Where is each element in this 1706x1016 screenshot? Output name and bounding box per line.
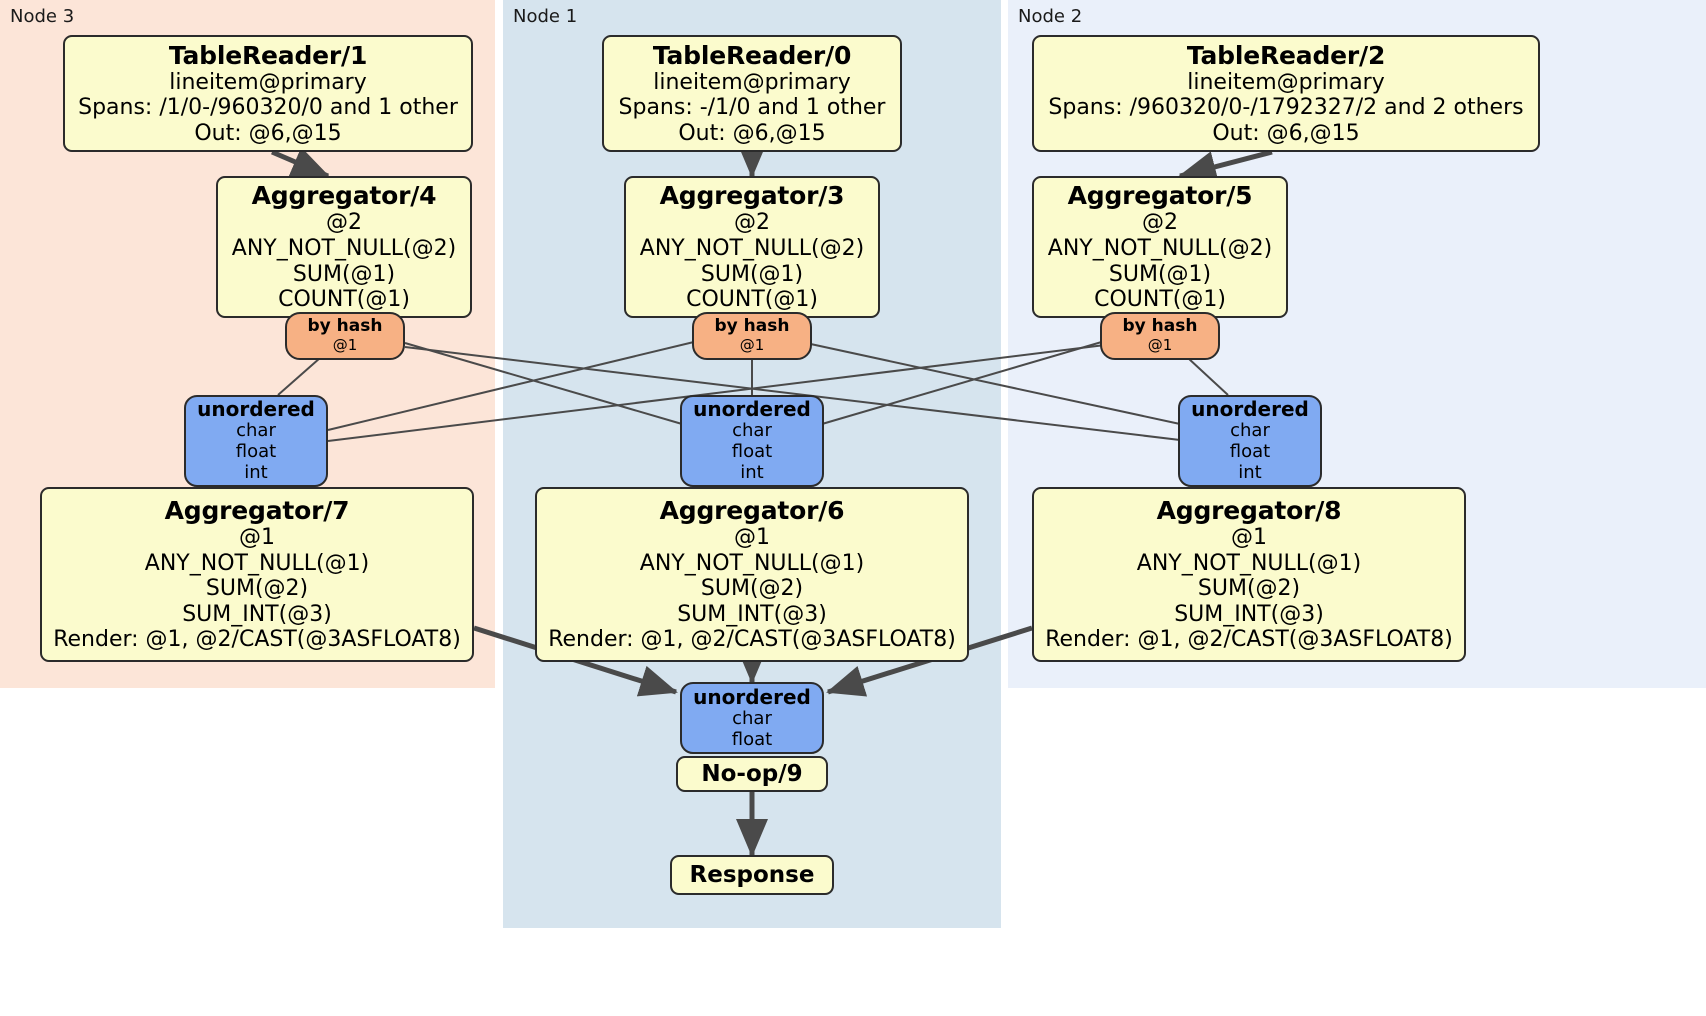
processor-aggregator-8[interactable]: Aggregator/8 @1 ANY_NOT_NULL(@1) SUM(@2)…	[1032, 487, 1466, 662]
processor-response[interactable]: Response	[670, 855, 834, 895]
router-by-hash-center[interactable]: by hash @1	[692, 312, 812, 360]
processor-line: SUM_INT(@3)	[1174, 601, 1324, 627]
processor-aggregator-5[interactable]: Aggregator/5 @2 ANY_NOT_NULL(@2) SUM(@1)…	[1032, 176, 1288, 318]
router-title: by hash	[307, 316, 383, 337]
router-line: @1	[1147, 336, 1173, 355]
processor-title: Aggregator/6	[659, 496, 845, 526]
processor-line: SUM_INT(@3)	[677, 601, 827, 627]
receiver-title: unordered	[197, 397, 315, 422]
receiver-title: unordered	[693, 684, 811, 709]
processor-render-line: Render: @1, @2/CAST(@3ASFLOAT8)	[1045, 627, 1453, 653]
processor-line: lineitem@primary	[653, 69, 851, 95]
processor-line: @2	[734, 210, 770, 236]
processor-line: SUM(@1)	[1108, 261, 1212, 287]
processor-line: COUNT(@1)	[1094, 287, 1226, 313]
processor-title: Response	[689, 861, 815, 888]
processor-tablereader-2[interactable]: TableReader/2 lineitem@primary Spans: /9…	[1032, 35, 1540, 152]
processor-title: Aggregator/7	[164, 496, 350, 526]
processor-line: SUM(@1)	[700, 261, 804, 287]
receiver-line: char	[236, 420, 276, 442]
processor-line: @2	[326, 210, 362, 236]
processor-line: lineitem@primary	[169, 69, 367, 95]
receiver-line: int	[740, 462, 764, 484]
processor-aggregator-6[interactable]: Aggregator/6 @1 ANY_NOT_NULL(@1) SUM(@2)…	[535, 487, 969, 662]
processor-title: No-op/9	[701, 760, 803, 787]
router-by-hash-right[interactable]: by hash @1	[1100, 312, 1220, 360]
processor-noop-9[interactable]: No-op/9	[676, 756, 828, 792]
receiver-line: char	[1230, 420, 1270, 442]
processor-line: ANY_NOT_NULL(@1)	[144, 550, 370, 576]
router-line: @1	[332, 336, 358, 355]
processor-line: Out: @6,@15	[194, 120, 342, 146]
processor-aggregator-3[interactable]: Aggregator/3 @2 ANY_NOT_NULL(@2) SUM(@1)…	[624, 176, 880, 318]
processor-line: ANY_NOT_NULL(@2)	[639, 235, 865, 261]
processor-line: Spans: -/1/0 and 1 other	[618, 95, 886, 121]
processor-aggregator-7[interactable]: Aggregator/7 @1 ANY_NOT_NULL(@1) SUM(@2)…	[40, 487, 474, 662]
processor-line: SUM_INT(@3)	[182, 601, 332, 627]
receiver-line: float	[235, 441, 277, 463]
receiver-line: char	[732, 707, 772, 729]
receiver-unordered-center[interactable]: unordered char float int	[680, 395, 824, 487]
receiver-title: unordered	[693, 397, 811, 422]
processor-title: TableReader/1	[168, 40, 368, 70]
receiver-line: float	[1229, 441, 1271, 463]
processor-render-line: Render: @1, @2/CAST(@3ASFLOAT8)	[548, 627, 956, 653]
processor-tablereader-1[interactable]: TableReader/1 lineitem@primary Spans: /1…	[63, 35, 473, 152]
processor-line: lineitem@primary	[1187, 69, 1385, 95]
processor-title: Aggregator/8	[1156, 496, 1342, 526]
processor-line: @1	[734, 525, 770, 551]
receiver-line: float	[731, 441, 773, 463]
receiver-title: unordered	[1191, 397, 1309, 422]
processor-render-line: Render: @1, @2/CAST(@3ASFLOAT8)	[53, 627, 461, 653]
processor-title: TableReader/2	[1186, 40, 1386, 70]
receiver-unordered-left[interactable]: unordered char float int	[184, 395, 328, 487]
receiver-line: char	[732, 420, 772, 442]
processor-line: ANY_NOT_NULL(@1)	[639, 550, 865, 576]
processor-line: @1	[239, 525, 275, 551]
processor-title: Aggregator/5	[1067, 181, 1253, 211]
receiver-unordered-right[interactable]: unordered char float int	[1178, 395, 1322, 487]
processor-line: ANY_NOT_NULL(@2)	[1047, 235, 1273, 261]
processor-line: Spans: /1/0-/960320/0 and 1 other	[78, 95, 458, 121]
receiver-unordered-final[interactable]: unordered char float	[680, 682, 824, 754]
receiver-line: int	[1238, 462, 1262, 484]
processor-line: COUNT(@1)	[686, 287, 818, 313]
processor-line: SUM(@2)	[1197, 576, 1301, 602]
processor-line: SUM(@1)	[292, 261, 396, 287]
processor-aggregator-4[interactable]: Aggregator/4 @2 ANY_NOT_NULL(@2) SUM(@1)…	[216, 176, 472, 318]
processor-line: @2	[1142, 210, 1178, 236]
router-by-hash-left[interactable]: by hash @1	[285, 312, 405, 360]
processor-line: Out: @6,@15	[1212, 120, 1360, 146]
router-title: by hash	[714, 316, 790, 337]
receiver-line: int	[244, 462, 268, 484]
processor-tablereader-0[interactable]: TableReader/0 lineitem@primary Spans: -/…	[602, 35, 902, 152]
router-title: by hash	[1122, 316, 1198, 337]
panel-node-2-label: Node 2	[1018, 6, 1083, 27]
panel-node-3-label: Node 3	[10, 6, 75, 27]
processor-title: TableReader/0	[652, 40, 852, 70]
router-line: @1	[739, 336, 765, 355]
processor-title: Aggregator/3	[659, 181, 845, 211]
processor-title: Aggregator/4	[251, 181, 437, 211]
receiver-line: float	[731, 728, 773, 750]
processor-line: ANY_NOT_NULL(@1)	[1136, 550, 1362, 576]
processor-line: Spans: /960320/0-/1792327/2 and 2 others	[1048, 95, 1524, 121]
processor-line: ANY_NOT_NULL(@2)	[231, 235, 457, 261]
processor-line: SUM(@2)	[205, 576, 309, 602]
processor-line: @1	[1231, 525, 1267, 551]
processor-line: Out: @6,@15	[678, 120, 826, 146]
panel-node-1-label: Node 1	[513, 6, 578, 27]
processor-line: SUM(@2)	[700, 576, 804, 602]
processor-line: COUNT(@1)	[278, 287, 410, 313]
